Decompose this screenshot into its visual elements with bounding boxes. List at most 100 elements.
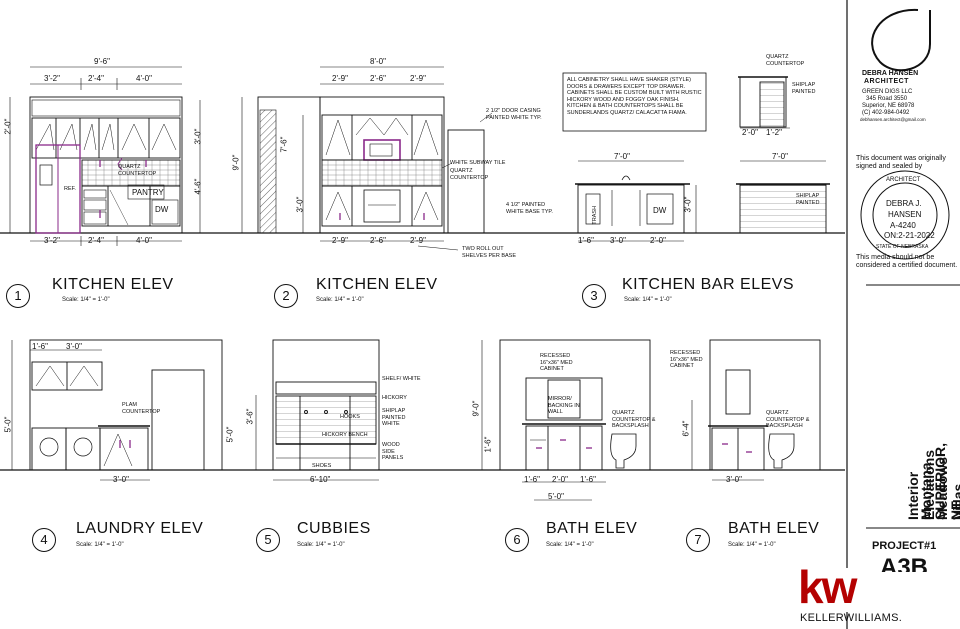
dim-label: 2'-4" <box>88 236 104 245</box>
dim-label: 1'-6" <box>580 475 596 484</box>
elevation-number-4: 4 <box>32 528 56 552</box>
note-label: HOOKS <box>340 414 360 420</box>
seal-date: ON:2-21-2022 <box>884 231 935 240</box>
dim-label: 2'-9" <box>332 236 348 245</box>
kw-logo-mark: kw <box>798 561 857 613</box>
dim-label: 5'-0" <box>548 492 564 501</box>
architect-logo-icon <box>871 8 931 72</box>
note-label: QUARTZ COUNTERTOP <box>450 168 489 181</box>
elevation-title-7: BATH ELEV <box>728 520 820 537</box>
note-label: DW <box>653 206 667 215</box>
company-email: debhansen.architect@gmail.com <box>860 117 926 122</box>
note-label: QUARTZ COUNTERTOP <box>766 54 805 67</box>
note-label: MIRROR/ BACKING IN WALL <box>548 396 580 415</box>
note-label: RECESSED 16"x36" MED CABINET <box>540 353 573 372</box>
note-label: WOOD SIDE PANELS <box>382 442 404 461</box>
company-address-2: Superior, NE 68978 <box>862 103 915 109</box>
dim-label: 9'-6" <box>94 57 110 66</box>
laundry-elevation-drawing <box>11 339 223 481</box>
dim-label: 3'-0" <box>726 475 742 484</box>
dim-label: 3'-0" <box>610 236 626 245</box>
note-label: SHIPLAP PAINTED <box>796 193 820 206</box>
dim-label: 6'-4" <box>681 420 691 437</box>
elevation-scale-1: Scale: 1/4" = 1'-0" <box>62 297 110 303</box>
elevation-number-7: 7 <box>686 528 710 552</box>
dim-label: 3'-2" <box>44 236 60 245</box>
elevation-scale-2: Scale: 1/4" = 1'-0" <box>316 297 364 303</box>
bath-elevation-7-drawing <box>691 339 821 481</box>
dim-label: 2'-0" <box>650 236 666 245</box>
dim-label: 8'-0" <box>370 57 386 66</box>
cabinetry-note: ALL CABINETRY SHALL HAVE SHAKER (STYLE) … <box>567 77 702 116</box>
dim-label: 7'-0" <box>772 152 788 161</box>
company-phone: (C) 402-984-0492 <box>862 110 910 116</box>
elevation-title-4: LAUNDRY ELEV <box>76 520 204 537</box>
note-label: SHIPLAP PAINTED WHITE <box>382 408 406 427</box>
elevation-title-6: BATH ELEV <box>546 520 638 537</box>
elevation-number-6: 6 <box>505 528 529 552</box>
dim-label: 7'-6" <box>279 136 289 153</box>
dim-label: 2'-4" <box>88 74 104 83</box>
kitchen-elevation-1-drawing <box>9 66 201 246</box>
elevation-number-5: 5 <box>256 528 280 552</box>
elevation-number-3: 3 <box>582 284 606 308</box>
kitchen-elevation-2-drawing <box>241 66 493 251</box>
dim-label: 2'-9" <box>410 74 426 83</box>
dim-label: 2'-0" <box>3 118 13 135</box>
dim-label: 5'-0" <box>3 416 13 433</box>
note-label: WHITE SUBWAY TILE <box>450 160 506 166</box>
dim-label: 2'-0" <box>742 128 758 137</box>
note-label: TWO ROLL OUT SHELVES PER BASE <box>462 246 517 259</box>
note-label: HICKORY BENCH <box>322 432 368 438</box>
dim-label: 2'-9" <box>410 236 426 245</box>
dim-label: 1'-6" <box>578 236 594 245</box>
dim-label: 7'-0" <box>614 152 630 161</box>
dim-label: 4'-0" <box>136 236 152 245</box>
dim-label: 6'-10" <box>310 475 331 484</box>
project-number: PROJECT#1 <box>872 540 937 552</box>
firm-name: DEBRA HANSEN <box>862 70 919 77</box>
dim-label: 4'-6" <box>193 178 203 195</box>
note-label: REF. <box>64 186 76 192</box>
note-label: 4 1/2" PAINTED WHITE BASE TYP. <box>506 202 553 215</box>
sheet-number: A3B <box>880 556 929 572</box>
dim-label: 9'-0" <box>471 400 481 417</box>
dim-label: 1'-6" <box>524 475 540 484</box>
dim-label: 2'-9" <box>332 74 348 83</box>
dim-label: 3'-2" <box>44 74 60 83</box>
dim-label: 5'-0" <box>225 426 235 443</box>
dim-label: 9'-0" <box>231 154 241 171</box>
seal-architect: ARCHITECT <box>886 177 921 183</box>
kitchen-bar-elevation-drawing <box>562 72 830 242</box>
note-label: HICKORY <box>382 395 407 401</box>
project-location: SUPERIOR, NE <box>932 442 960 520</box>
cubbies-elevation-drawing <box>255 339 380 481</box>
elevation-scale-6: Scale: 1/4" = 1'-0" <box>546 542 594 548</box>
elevation-title-5: CUBBIES <box>297 520 371 537</box>
seal-state: STATE OF NEBRASKA <box>876 244 929 250</box>
note-label: TRASH <box>592 205 599 225</box>
elevation-scale-7: Scale: 1/4" = 1'-0" <box>728 542 776 548</box>
kw-logo-icon <box>798 568 862 612</box>
seal-name-1: DEBRA J. <box>886 199 922 208</box>
elevation-title-3: KITCHEN BAR ELEVS <box>622 276 795 293</box>
dim-label: 3'-6" <box>245 408 255 425</box>
elevation-scale-4: Scale: 1/4" = 1'-0" <box>76 542 124 548</box>
media-note: This media should not be considered a ce… <box>856 254 958 269</box>
elevation-number-1: 1 <box>6 284 30 308</box>
dim-label: 1'-2" <box>766 128 782 137</box>
company-address-1: 345 Road 3550 <box>866 96 908 102</box>
note-label: RECESSED 16"x36" MED CABINET <box>670 350 703 369</box>
seal-note: This document was originally signed and … <box>856 155 946 170</box>
note-label: 2 1/2" DOOR CASING PAINTED WHITE TYP. <box>486 108 542 121</box>
dim-label: 3'-0" <box>683 196 693 213</box>
kw-logo-name: KELLERWILLIAMS. <box>800 612 903 624</box>
dim-label: 4'-0" <box>136 74 152 83</box>
elevation-title-2: KITCHEN ELEV <box>316 276 438 293</box>
architect-seal-icon <box>860 170 950 260</box>
elevation-scale-3: Scale: 1/4" = 1'-0" <box>624 297 672 303</box>
note-label: QUARTZ COUNTERTOP <box>118 164 157 177</box>
note-label: SHOES <box>312 463 332 469</box>
note-label: PANTRY <box>132 188 164 197</box>
